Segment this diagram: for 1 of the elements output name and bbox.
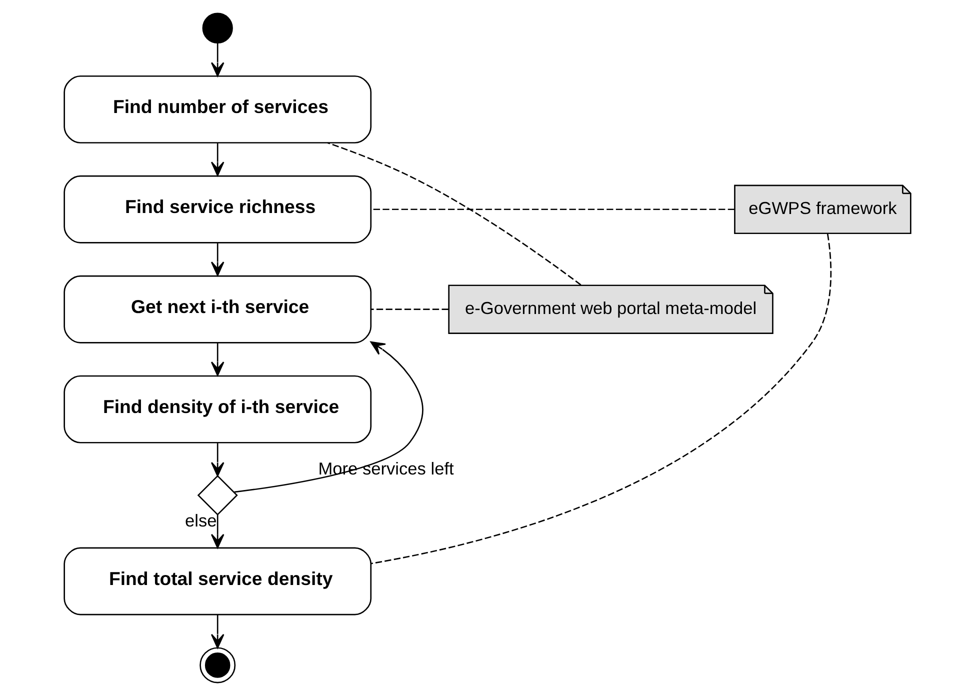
edge-label: else — [184, 510, 216, 530]
